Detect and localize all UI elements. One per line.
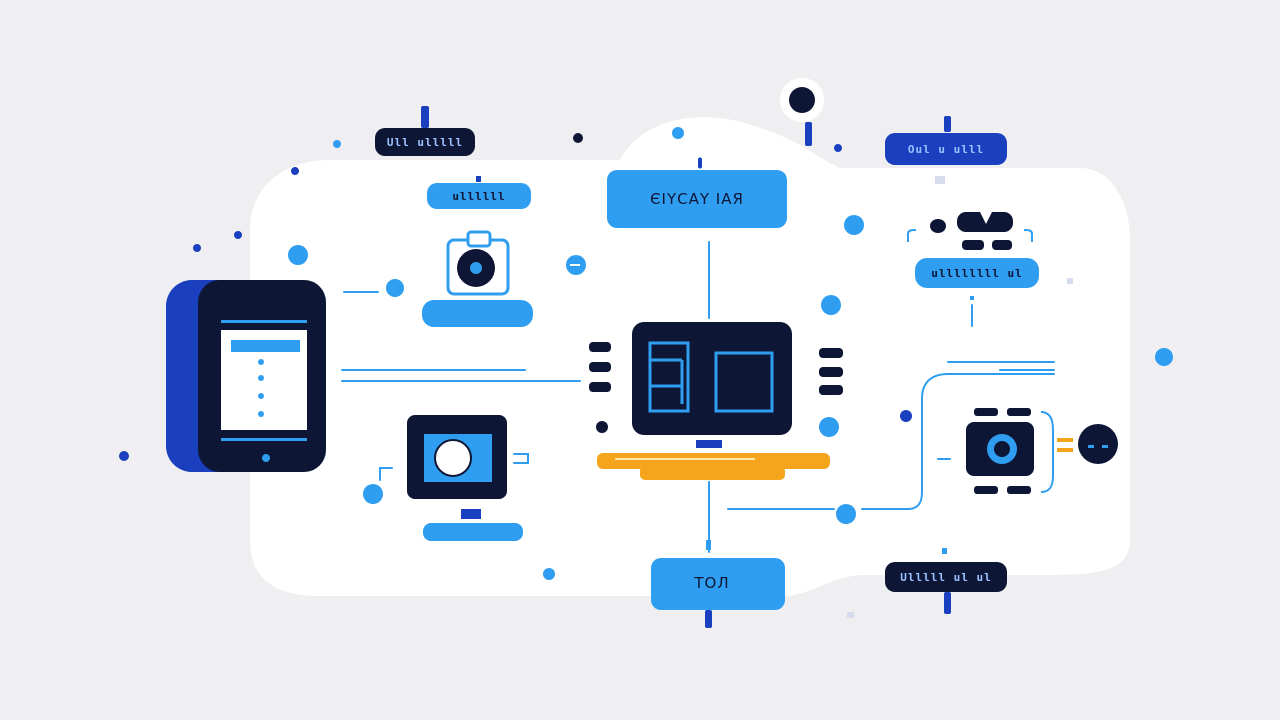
accent-bars bbox=[421, 106, 951, 628]
label-bottom: TOЛ bbox=[693, 574, 729, 592]
monitor-circle bbox=[434, 439, 472, 477]
phone-home-button bbox=[262, 454, 270, 462]
monitor-base bbox=[423, 523, 523, 541]
sensor-icon[interactable] bbox=[966, 408, 1073, 494]
top-pin-icon bbox=[780, 78, 824, 122]
label-bottom-bg bbox=[651, 558, 785, 610]
desktop-right-window bbox=[714, 351, 774, 413]
camera-top bbox=[466, 230, 492, 248]
scattered-dots bbox=[119, 127, 1173, 618]
label-top-left-group: Ull ulllll bbox=[375, 128, 475, 156]
desktop-stand bbox=[696, 440, 722, 448]
monitor-stand bbox=[461, 509, 481, 519]
label-main: ЄІҮСАҮ ІАЯ bbox=[650, 190, 744, 208]
pill-dot-right bbox=[970, 296, 974, 300]
desktop-left-window bbox=[648, 341, 690, 413]
pill-dot-bottom-right bbox=[942, 548, 947, 554]
label-top-left: Ull ulllll bbox=[387, 136, 463, 149]
bar-bottom-top bbox=[706, 540, 711, 550]
label-left-pill-bg bbox=[427, 183, 531, 209]
desktop-keyboard-base bbox=[640, 466, 785, 480]
phone-bottom-line bbox=[221, 438, 307, 441]
label-main-group[interactable]: ЄІҮСАҮ ІАЯ bbox=[607, 170, 787, 228]
monitor-icon[interactable] bbox=[407, 415, 523, 541]
label-bottom-right-bg bbox=[885, 562, 1007, 592]
label-right-pill: ullllllll ul bbox=[931, 267, 1022, 280]
smartphone-icon[interactable] bbox=[166, 280, 326, 472]
link-small-left bbox=[379, 467, 393, 481]
connector-lines bbox=[341, 157, 1055, 553]
phone-top-line bbox=[221, 320, 307, 323]
label-top-right-group: Oul u ulll bbox=[885, 133, 1007, 165]
desktop-icon[interactable] bbox=[597, 322, 830, 480]
label-left-pill: ullllll bbox=[452, 190, 505, 203]
label-bottom-right-group: Ulllll ul ul bbox=[885, 548, 1007, 592]
bar-top-pin bbox=[805, 122, 812, 146]
desktop-side-bars bbox=[589, 342, 843, 395]
label-right-pill-bg bbox=[915, 258, 1039, 288]
link-camera-stub bbox=[513, 453, 529, 464]
camera-icon[interactable] bbox=[446, 230, 510, 296]
camera-pill bbox=[422, 300, 533, 327]
gamepad-icon[interactable] bbox=[907, 212, 1033, 250]
label-top-left-bg bbox=[375, 128, 475, 156]
link-right-curve bbox=[861, 373, 1055, 510]
node-icon[interactable] bbox=[1078, 424, 1118, 464]
bar-top-mid bbox=[698, 158, 702, 168]
desktop-body bbox=[632, 322, 792, 435]
bar-bottom-right bbox=[944, 592, 951, 614]
bar-bottom-main bbox=[705, 610, 712, 628]
bar-top-right bbox=[944, 116, 951, 132]
bar-top-left bbox=[421, 106, 429, 128]
label-top-right: Oul u ulll bbox=[908, 143, 984, 156]
phone-header-bar bbox=[231, 340, 300, 352]
label-bottom-group[interactable]: TOЛ bbox=[651, 540, 785, 610]
label-bottom-right: Ulllll ul ul bbox=[900, 571, 991, 584]
desktop-keyboard bbox=[597, 453, 830, 469]
label-right-pill-group: ullllllll ul bbox=[915, 258, 1039, 300]
label-main-bg bbox=[607, 170, 787, 228]
label-top-right-bg bbox=[885, 133, 1007, 165]
pill-dot bbox=[476, 176, 481, 182]
label-left-pill-group: ullllll bbox=[427, 176, 531, 209]
